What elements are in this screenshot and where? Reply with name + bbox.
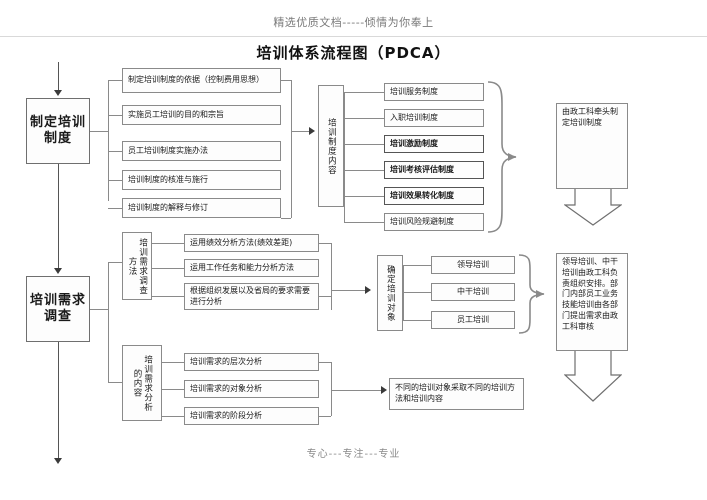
connector-group2-item-5 — [344, 222, 384, 223]
box-group2-item-5[interactable]: 培训风险规避制度 — [384, 213, 484, 231]
connector-group1-to-content — [291, 131, 309, 132]
bigarrow-under-note-1 — [564, 189, 622, 227]
connector-group4-collector — [331, 362, 332, 416]
box-group2-item-3[interactable]: 培训考核评估制度 — [384, 161, 484, 179]
note-policy-office[interactable]: 由政工科牵头制定培训制度 — [556, 103, 628, 189]
arrow-group4-to-note — [381, 386, 387, 394]
connector-group2-item-2 — [344, 144, 384, 145]
stage-box-2[interactable]: 培训需求调查 — [26, 276, 90, 342]
spine-arrow-to-stage1 — [54, 90, 62, 96]
box-group4-item-1[interactable]: 培训需求的对象分析 — [184, 380, 319, 398]
connector-group2-item-3 — [344, 170, 384, 171]
box-group1-item-3[interactable]: 培训制度的核准与施行 — [122, 170, 281, 190]
box-group5-item-0[interactable]: 领导培训 — [431, 256, 515, 274]
box-group2-item-1[interactable]: 入职培训制度 — [384, 109, 484, 127]
connector-group3-item-2-right — [319, 296, 331, 297]
note-different-target[interactable]: 不同的培训对象采取不同的培训方法和培训内容 — [389, 378, 524, 410]
spine-line-mid — [58, 164, 59, 272]
brace-system-content — [486, 80, 522, 235]
connector-group4-item-2 — [162, 416, 184, 417]
note-target-arrangement[interactable]: 领导培训、中干培训由政工科负责组织安排。部门内部员工业务技能培训由各部门提出需求… — [556, 253, 628, 351]
connector-group4-item-1 — [162, 389, 184, 390]
connector-group3-item-0-right — [319, 243, 331, 244]
connector-to-demand-method — [108, 262, 122, 263]
brace-target — [517, 253, 549, 335]
connector-group1-item-0-right — [281, 80, 291, 81]
vbox-demand-method[interactable]: 培训需求调查方法 — [122, 232, 152, 300]
connector-group3-item-2 — [152, 296, 184, 297]
connector-group5-left-bus — [403, 265, 404, 320]
connector-group4-item-0 — [162, 362, 184, 363]
connector-group2-item-1 — [344, 118, 384, 119]
connector-group1-collector — [291, 80, 292, 218]
footer-text: 专心---专注---专业 — [306, 449, 401, 460]
connector-group5-item-1 — [403, 292, 431, 293]
connector-group2-item-0 — [344, 92, 384, 93]
connector-group4-item-2-right — [319, 416, 331, 417]
spine-arrow-bottom — [54, 458, 62, 464]
box-group1-item-1[interactable]: 实施员工培训的目的和宗旨 — [122, 105, 281, 125]
connector-group4-to-note — [331, 390, 381, 391]
connector-group1-item-1 — [108, 115, 122, 116]
box-group1-item-4[interactable]: 培训制度的解释与修订 — [122, 198, 281, 218]
connector-stage1-out — [90, 131, 108, 132]
connector-group3-collector — [331, 243, 332, 310]
connector-group1-bus — [108, 80, 109, 201]
arrow-group3-to-target — [365, 286, 371, 294]
spine-line-bottom — [58, 342, 59, 462]
connector-group4-item-0-right — [319, 362, 331, 363]
spine-line-top — [58, 62, 59, 92]
connector-group5-item-2 — [403, 320, 431, 321]
connector-group2-item-4 — [344, 196, 384, 197]
connector-group1-item-2 — [108, 151, 122, 152]
spine-arrow-to-stage2 — [54, 268, 62, 274]
box-group5-item-1[interactable]: 中干培训 — [431, 283, 515, 301]
vbox-demand-content[interactable]: 培训需求分析的内容 — [122, 345, 162, 421]
arrow-group1-to-content — [309, 127, 315, 135]
header-divider — [0, 36, 707, 37]
box-group1-item-2[interactable]: 员工培训制度实施办法 — [122, 141, 281, 161]
bigarrow-under-note-2 — [564, 351, 622, 403]
connector-group3-item-1 — [152, 268, 184, 269]
vbox-target[interactable]: 确定培训对象 — [377, 255, 403, 331]
vbox-system-content[interactable]: 培训制度内容 — [318, 85, 344, 207]
box-group4-item-2[interactable]: 培训需求的阶段分析 — [184, 407, 319, 425]
box-group5-item-2[interactable]: 员工培训 — [431, 311, 515, 329]
connector-group2-left-bus — [344, 92, 345, 222]
connector-group1-item-4 — [108, 208, 122, 209]
connector-stage2-bus — [108, 262, 109, 382]
box-group3-item-0[interactable]: 运用绩效分析方法(绩效差距) — [184, 234, 319, 252]
page-title: 培训体系流程图（PDCA） — [256, 44, 451, 62]
connector-group3-item-0 — [152, 243, 184, 244]
box-group2-item-2[interactable]: 培训激励制度 — [384, 135, 484, 153]
box-group3-item-2[interactable]: 根据组织发展以及省局的要求需要进行分析 — [184, 283, 319, 310]
box-group3-item-1[interactable]: 运用工作任务和能力分析方法 — [184, 259, 319, 277]
connector-stage2-out — [90, 309, 108, 310]
connector-group5-item-0 — [403, 265, 431, 266]
header-watermark: 精选优质文档-----倾情为你奉上 — [273, 16, 434, 29]
box-group2-item-4[interactable]: 培训效果转化制度 — [384, 187, 484, 205]
connector-group1-item-0 — [108, 80, 122, 81]
box-group4-item-0[interactable]: 培训需求的层次分析 — [184, 353, 319, 371]
stage-box-1[interactable]: 制定培训制度 — [26, 98, 90, 164]
box-group2-item-0[interactable]: 培训服务制度 — [384, 83, 484, 101]
connector-to-demand-content — [108, 382, 122, 383]
connector-group1-item-3 — [108, 180, 122, 181]
connector-group3-to-target — [331, 290, 365, 291]
box-group1-item-0[interactable]: 制定培训制度的依据（控制费用思想） — [122, 68, 281, 93]
connector-group1-item-4-right — [281, 218, 291, 219]
